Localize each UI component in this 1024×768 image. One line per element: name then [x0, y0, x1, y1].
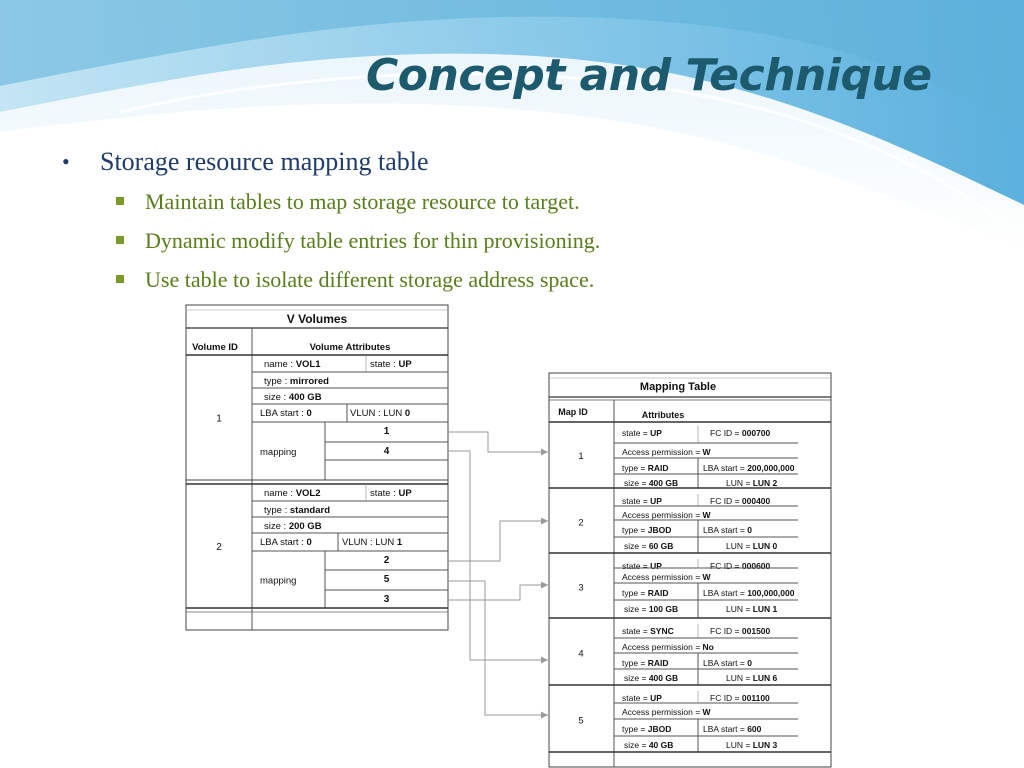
map-state: state = UP — [622, 496, 662, 506]
map-size: size = 40 GB — [624, 740, 673, 750]
mapping-label: mapping — [260, 576, 296, 587]
connector-arrow — [448, 584, 548, 601]
bullet-text: Dynamic modify table entries for thin pr… — [145, 228, 601, 253]
map-access: Access permission = W — [622, 572, 712, 582]
map-type: type = JBOD — [622, 724, 671, 734]
mapping-label: mapping — [260, 447, 296, 458]
map-lba-start: LBA start = 0 — [703, 658, 752, 668]
bullet-text: Maintain tables to map storage resource … — [145, 189, 580, 214]
bullet-level2: Maintain tables to map storage resource … — [62, 182, 600, 221]
bullet-square-icon — [116, 275, 124, 283]
map-access: Access permission = W — [622, 707, 712, 717]
map-access: Access permission = W — [622, 510, 712, 520]
map-type: type = JBOD — [622, 525, 671, 535]
mapping-entry: 5 — [384, 574, 390, 585]
map-fc-id: FC ID = 000600 — [710, 561, 771, 571]
map-state: state = UP — [622, 693, 662, 703]
map-id: 3 — [578, 583, 583, 594]
map-lba-start: LBA start = 600 — [703, 724, 762, 734]
volume-lba-start: LBA start : 0 — [260, 408, 312, 419]
map-lun: LUN = LUN 0 — [726, 541, 778, 551]
map-state: state = SYNC — [622, 626, 674, 636]
mapping-table-title: Mapping Table — [640, 381, 716, 393]
map-fc-id: FC ID = 001100 — [710, 693, 770, 703]
arrow-head-icon — [541, 517, 548, 525]
map-state: state = UP — [622, 428, 662, 438]
arrow-head-icon — [541, 711, 548, 719]
slide-title: Concept and Technique — [366, 50, 932, 101]
arrow-head-icon — [541, 581, 548, 589]
connector-arrow — [448, 450, 548, 661]
volume-name: name : VOL1 — [264, 359, 321, 370]
mapping-entry: 3 — [384, 594, 390, 605]
map-access: Access permission = W — [622, 447, 712, 457]
map-id: 1 — [578, 451, 583, 462]
map-size: size = 100 GB — [624, 604, 678, 614]
map-size: size = 60 GB — [624, 541, 673, 551]
volume-vlun: VLUN : LUN 0 — [350, 408, 410, 419]
volume-name: name : VOL2 — [264, 488, 321, 499]
map-lun: LUN = LUN 1 — [726, 604, 778, 614]
map-lba-start: LBA start = 100,000,000 — [703, 588, 795, 598]
bullet-level2: Use table to isolate different storage a… — [62, 260, 600, 299]
mapping-col-id: Map ID — [558, 407, 588, 417]
vvolumes-title: V Volumes — [287, 312, 348, 326]
map-lba-start: LBA start = 0 — [703, 525, 752, 535]
bullet-square-icon — [116, 236, 124, 244]
bullet-list: • Storage resource mapping table Maintain… — [62, 142, 600, 299]
volume-id: 1 — [216, 414, 222, 425]
map-type: type = RAID — [622, 588, 669, 598]
volume-state: state : UP — [370, 488, 412, 499]
map-id: 5 — [578, 716, 583, 727]
map-lba-start: LBA start = 200,000,000 — [703, 463, 795, 473]
map-lun: LUN = LUN 3 — [726, 740, 778, 750]
volume-type: type : standard — [264, 505, 330, 516]
bullet-text: Storage resource mapping table — [100, 147, 429, 176]
volume-type: type : mirrored — [264, 376, 329, 387]
map-fc-id: FC ID = 000400 — [710, 496, 771, 506]
volume-state: state : UP — [370, 359, 412, 370]
volume-size: size : 200 GB — [264, 521, 322, 532]
map-type: type = RAID — [622, 463, 669, 473]
map-size: size = 400 GB — [624, 478, 678, 488]
map-fc-id: FC ID = 000700 — [710, 428, 771, 438]
connector-arrow — [448, 520, 548, 562]
connector-arrow — [448, 431, 548, 453]
map-access: Access permission = No — [622, 642, 714, 652]
volume-lba-start: LBA start : 0 — [260, 537, 312, 548]
bullet-dot-icon: • — [62, 149, 70, 174]
bullet-level1: • Storage resource mapping table — [62, 142, 600, 182]
map-lun: LUN = LUN 6 — [726, 673, 778, 683]
connector-arrow — [448, 580, 548, 716]
vvolumes-col-id: Volume ID — [192, 342, 238, 353]
bullet-level2: Dynamic modify table entries for thin pr… — [62, 221, 600, 260]
map-state: state = UP — [622, 561, 662, 571]
volume-id: 2 — [216, 542, 222, 553]
arrow-head-icon — [541, 656, 548, 664]
vvolumes-col-attr: Volume Attributes — [310, 342, 391, 353]
mapping-entry: 4 — [384, 446, 390, 457]
volume-size: size : 400 GB — [264, 392, 322, 403]
map-type: type = RAID — [622, 658, 669, 668]
mapping-entry: 2 — [384, 555, 390, 566]
bullet-text: Use table to isolate different storage a… — [145, 267, 595, 292]
map-id: 4 — [578, 649, 583, 660]
mapping-col-attr: Attributes — [642, 410, 685, 420]
map-fc-id: FC ID = 001500 — [710, 626, 771, 636]
map-lun: LUN = LUN 2 — [726, 478, 778, 488]
vvolumes-table — [185, 304, 449, 631]
map-id: 2 — [578, 518, 583, 529]
mapping-entry: 1 — [384, 426, 390, 437]
arrow-head-icon — [541, 448, 548, 456]
bullet-square-icon — [116, 197, 124, 205]
volume-vlun: VLUN : LUN 1 — [342, 537, 403, 548]
map-size: size = 400 GB — [624, 673, 678, 683]
mapping-table — [548, 372, 832, 768]
